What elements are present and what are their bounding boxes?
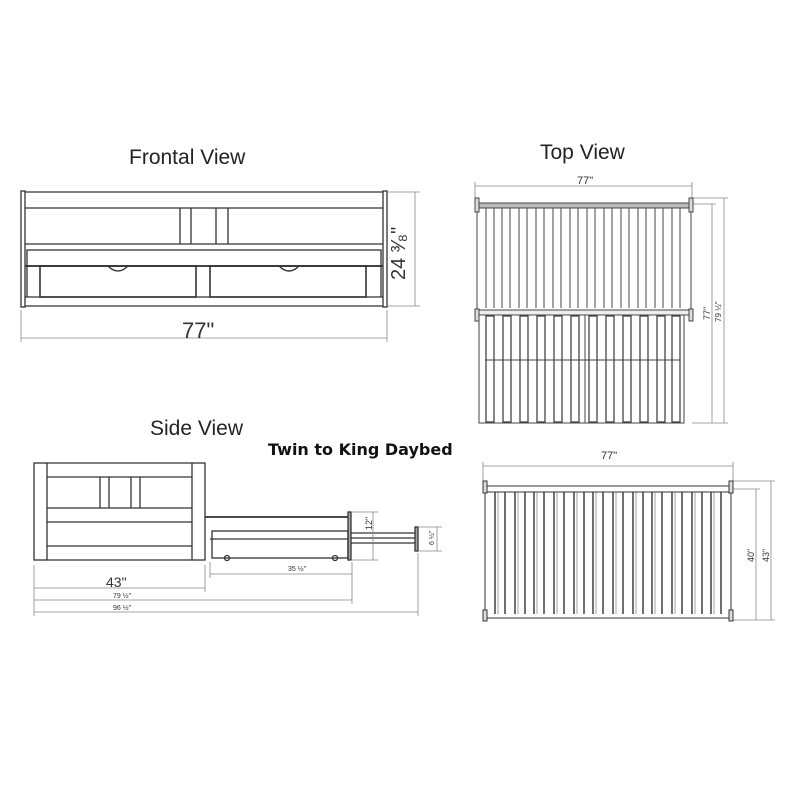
side-view-title: Side View: [150, 417, 244, 440]
side-trundle-depth-dim: 35 ½": [288, 566, 307, 573]
side-depth-dim: 43": [106, 574, 127, 590]
top-width-dim: 77": [577, 175, 594, 187]
side-fully-extended-dim: 96 ½": [113, 605, 132, 612]
frontal-view-title: Frontal View: [129, 146, 246, 169]
side-extended-dim: 79 ½": [113, 593, 132, 600]
product-title: Twin to King Daybed: [268, 440, 453, 459]
frontal-width-dim: 77": [182, 318, 215, 343]
closed-outer-depth-dim: 43": [761, 548, 771, 562]
closed-inner-depth-dim: 40": [746, 548, 756, 562]
closed-width-dim: 77": [601, 450, 618, 462]
top-view-title: Top View: [540, 141, 625, 164]
